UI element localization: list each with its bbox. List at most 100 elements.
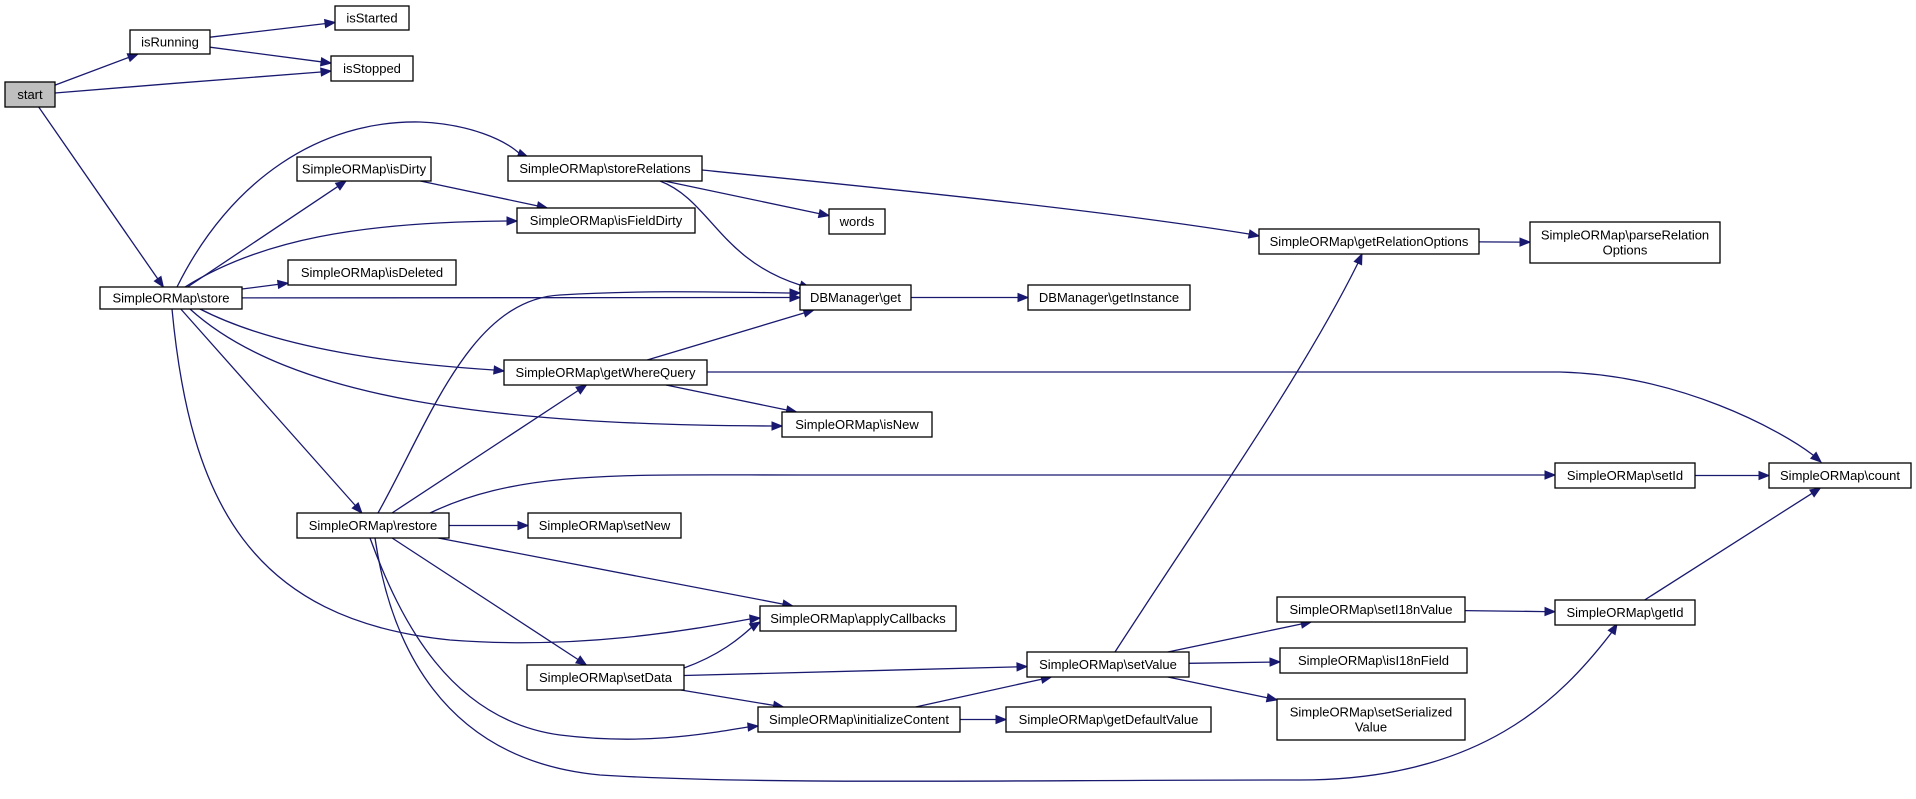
node-start[interactable]: start [4, 81, 56, 108]
edge-arrowhead [749, 614, 762, 624]
edge-arrowhead [320, 67, 333, 77]
node-set-id[interactable]: SimpleORMap\setId [1554, 462, 1696, 489]
node-apply-callbacks[interactable]: SimpleORMap\applyCallbacks [759, 605, 957, 632]
node-restore[interactable]: SimpleORMap\restore [296, 512, 450, 539]
node-is-started[interactable]: isStarted [334, 5, 410, 31]
edge-arrowhead [574, 655, 588, 666]
edge-arrowhead [747, 722, 760, 732]
edge-restore-to-initialize-content [369, 537, 760, 740]
edge-is-dirty-to-is-field-dirty [420, 180, 549, 211]
node-db-get[interactable]: DBManager\get [799, 284, 912, 311]
node-label: DBManager\getInstance [1039, 290, 1179, 305]
edge-initialize-content-to-set-value [915, 674, 1053, 708]
node-is-deleted[interactable]: SimpleORMap\isDeleted [287, 259, 457, 286]
node-box [507, 155, 703, 182]
node-is-stopped[interactable]: isStopped [330, 55, 414, 82]
edge-store-relations-to-words [664, 180, 831, 219]
edge-store-to-restore [180, 308, 363, 515]
node-count[interactable]: SimpleORMap\count [1768, 462, 1912, 489]
node-get-relation-options[interactable]: SimpleORMap\getRelationOptions [1258, 228, 1480, 255]
node-label: isRunning [141, 35, 199, 50]
edge-arrowhead [1808, 487, 1822, 498]
edge-arrowhead [1269, 657, 1282, 667]
node-label: SimpleORMap\getDefaultValue [1019, 712, 1199, 727]
node-box [1027, 284, 1191, 311]
edge-arrowhead [1758, 470, 1771, 481]
edge-arrowhead [506, 216, 519, 226]
node-is-new[interactable]: SimpleORMap\isNew [781, 411, 933, 438]
node-is-i18n-field[interactable]: SimpleORMap\isI18nField [1279, 647, 1468, 674]
edge-store-relations-to-get-relation-options [701, 169, 1261, 239]
edge-line [171, 308, 751, 644]
node-label: SimpleORMap\getId [1566, 605, 1683, 620]
node-box [1276, 596, 1466, 623]
node-label: SimpleORMap\setValue [1039, 657, 1177, 672]
node-box [99, 286, 243, 310]
edge-line [665, 384, 787, 411]
node-set-value[interactable]: SimpleORMap\setValue [1026, 651, 1190, 678]
edge-line [1644, 492, 1813, 601]
node-initialize-content[interactable]: SimpleORMap\initializeContent [757, 706, 961, 733]
edge-line [1464, 609, 1546, 613]
edge-arrowhead [126, 53, 140, 63]
edge-arrowhead [319, 57, 333, 67]
edge-initialize-content-to-get-default-value [960, 714, 1008, 725]
edge-arrowhead [324, 18, 337, 29]
node-label: isStarted [346, 11, 397, 26]
node-label: SimpleORMap\setId [1567, 468, 1683, 483]
node-box [526, 664, 685, 691]
edge-line [377, 291, 791, 514]
node-box [1554, 462, 1696, 489]
edge-restore-to-set-data [391, 537, 588, 666]
edge-line [189, 308, 773, 427]
node-label: SimpleORMap\isI18nField [1298, 653, 1449, 668]
node-label: Options [1603, 243, 1648, 258]
node-label: SimpleORMap\applyCallbacks [770, 611, 946, 626]
edge-restore-to-apply-callbacks [438, 537, 795, 609]
edge-line [391, 389, 579, 514]
edge-store-to-is-field-dirty [184, 216, 519, 288]
edge-arrowhead [334, 180, 348, 191]
edge-set-value-to-get-relation-options [1114, 252, 1363, 653]
edge-store-to-is-dirty [187, 180, 348, 288]
node-box [828, 208, 886, 235]
node-set-data[interactable]: SimpleORMap\setData [526, 664, 685, 691]
edge-set-value-to-set-serialized-value [1167, 676, 1279, 703]
node-box [799, 284, 912, 311]
edge-line [429, 474, 1545, 514]
edge-line [391, 537, 579, 661]
node-label: SimpleORMap\setSerialized [1290, 705, 1453, 720]
edge-start-to-is-running [54, 53, 140, 86]
node-is-running[interactable]: isRunning [129, 29, 211, 55]
node-is-dirty[interactable]: SimpleORMap\isDirty [296, 156, 432, 182]
node-is-field-dirty[interactable]: SimpleORMap\isFieldDirty [516, 207, 696, 234]
edge-line [707, 371, 1814, 456]
node-store[interactable]: SimpleORMap\store [99, 286, 243, 310]
node-get-instance[interactable]: DBManager\getInstance [1027, 284, 1191, 311]
edge-line [38, 106, 159, 280]
edge-store-to-is-deleted [241, 279, 290, 290]
edge-line [1167, 676, 1268, 699]
edge-line [187, 186, 339, 288]
node-set-i18n-value[interactable]: SimpleORMap\setI18nValue [1276, 596, 1466, 623]
edge-line [1167, 623, 1302, 653]
node-label: SimpleORMap\isFieldDirty [530, 213, 683, 228]
node-words[interactable]: words [828, 208, 886, 235]
edge-set-data-to-set-value [683, 662, 1029, 677]
edge-db-get-to-get-instance [911, 292, 1030, 303]
node-get-where-query[interactable]: SimpleORMap\getWhereQuery [503, 359, 708, 386]
node-label: DBManager\get [810, 290, 901, 305]
node-label: words [839, 214, 875, 229]
node-set-new[interactable]: SimpleORMap\setNew [527, 512, 682, 539]
node-label: SimpleORMap\store [112, 291, 229, 306]
edge-line [647, 312, 805, 361]
node-get-default-value[interactable]: SimpleORMap\getDefaultValue [1005, 706, 1212, 733]
edge-arrowhead [493, 365, 506, 375]
node-store-relations[interactable]: SimpleORMap\storeRelations [507, 155, 703, 182]
edge-arrowhead [995, 714, 1008, 725]
edge-line [374, 537, 1613, 782]
node-get-id[interactable]: SimpleORMap\getId [1554, 599, 1696, 626]
